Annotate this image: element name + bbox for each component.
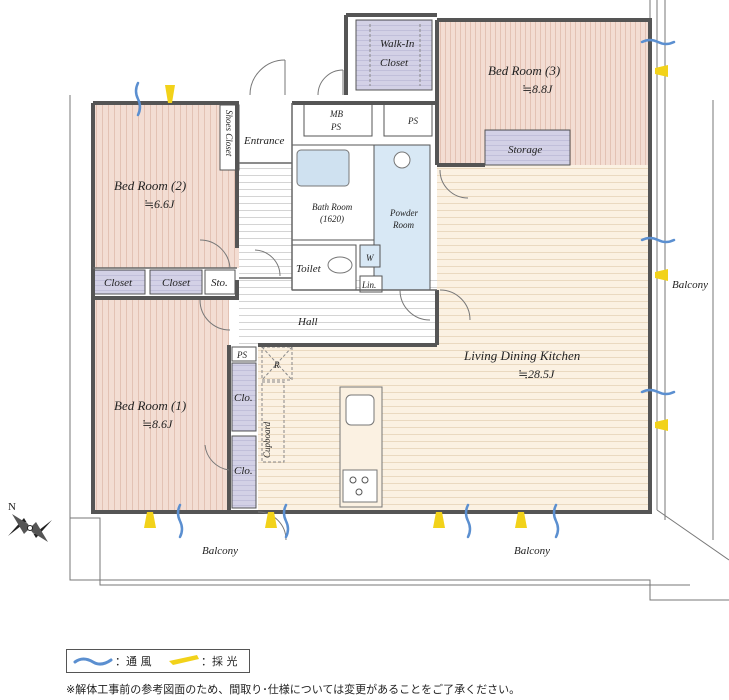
corridor-floor (239, 163, 292, 278)
powder-room (373, 144, 431, 291)
clo-2-label: Clo. (234, 465, 253, 477)
clo-2 (231, 435, 257, 509)
thin-walls (93, 103, 437, 291)
washer-box (359, 244, 381, 268)
sink (393, 151, 411, 169)
walk-in-closet (355, 19, 433, 91)
balcony-right-label: Balcony (672, 279, 708, 291)
compass-north-label: N (8, 501, 16, 513)
bedroom3-area: ≒8.8J (522, 82, 553, 96)
cupboard-label: Cupboard (262, 421, 272, 458)
closet-b-label: Closet (162, 277, 191, 289)
entrance-floor (239, 105, 292, 163)
storage-label: Storage (508, 144, 542, 156)
disclaimer-note: ※解体工事前の参考図面のため、間取り･仕様については変更があることをご了承くださ… (66, 683, 521, 696)
walls (91, 13, 652, 514)
compass-rose (8, 514, 52, 542)
wind-markers (134, 38, 676, 539)
w-label: W (366, 253, 375, 263)
toilet-label: Toilet (296, 263, 322, 275)
bedroom2-name: Bed Room (2) (114, 178, 186, 193)
storage-box (484, 129, 571, 166)
wind-legend-icon (73, 657, 113, 666)
powder-label-1: Powder (389, 208, 418, 218)
mb-label: MB (329, 109, 343, 119)
bedroom1-area: ≒8.6J (142, 417, 173, 431)
walk-in-closet-label-1: Walk-In (380, 38, 415, 50)
bath-label-1: Bath Room (312, 202, 353, 212)
clo-1 (231, 362, 257, 432)
clo-1-label: Clo. (234, 392, 253, 404)
cupboard-outline (261, 381, 285, 463)
light-legend-label: ：採 光 (201, 655, 238, 668)
hall-label: Hall (297, 316, 318, 328)
r-label: R (273, 360, 280, 370)
kitchen-sink (345, 394, 375, 426)
entrance-label: Entrance (243, 135, 284, 147)
bedroom1-name: Bed Room (1) (114, 398, 186, 413)
ldk-area: ≒28.5J (518, 367, 555, 381)
bathtub (296, 149, 350, 187)
light-legend-icon (169, 655, 199, 665)
closet-b (149, 269, 203, 295)
bedroom1-floor (93, 300, 229, 510)
powder-label-2: Room (392, 220, 414, 230)
light-markers (144, 65, 668, 528)
ps-top-box (383, 102, 433, 137)
toilet-bowl (327, 256, 353, 274)
bedroom3-name: Bed Room (3) (488, 63, 560, 78)
bath-label-2: (1620) (320, 214, 344, 224)
bedroom2-area: ≒6.6J (144, 197, 175, 211)
cooktop (342, 469, 378, 503)
bedroom2-floor (93, 103, 239, 268)
ldk-name: Living Dining Kitchen (463, 348, 580, 363)
closet-a-label: Closet (104, 277, 133, 289)
shoes-closet-label: Shoes Closet (224, 110, 234, 157)
mb-ps-box (303, 102, 373, 137)
ps-mid-label: PS (236, 350, 247, 360)
balcony-bottom-left-label: Balcony (202, 545, 238, 557)
balcony-bottom-right-label: Balcony (514, 545, 550, 557)
ps-top-label: PS (407, 116, 418, 126)
lin-label: Lin. (361, 280, 376, 290)
linen-box (359, 275, 383, 293)
wind-legend-label: ：通 風 (115, 655, 152, 668)
sto-label: Sto. (211, 277, 228, 289)
legend-box: ：通 風 ：採 光 (66, 649, 250, 673)
mb-ps-label: PS (330, 122, 341, 132)
walk-in-closet-label-2: Closet (380, 57, 409, 69)
ps-mid-box (231, 346, 257, 362)
door-swings (199, 59, 471, 541)
